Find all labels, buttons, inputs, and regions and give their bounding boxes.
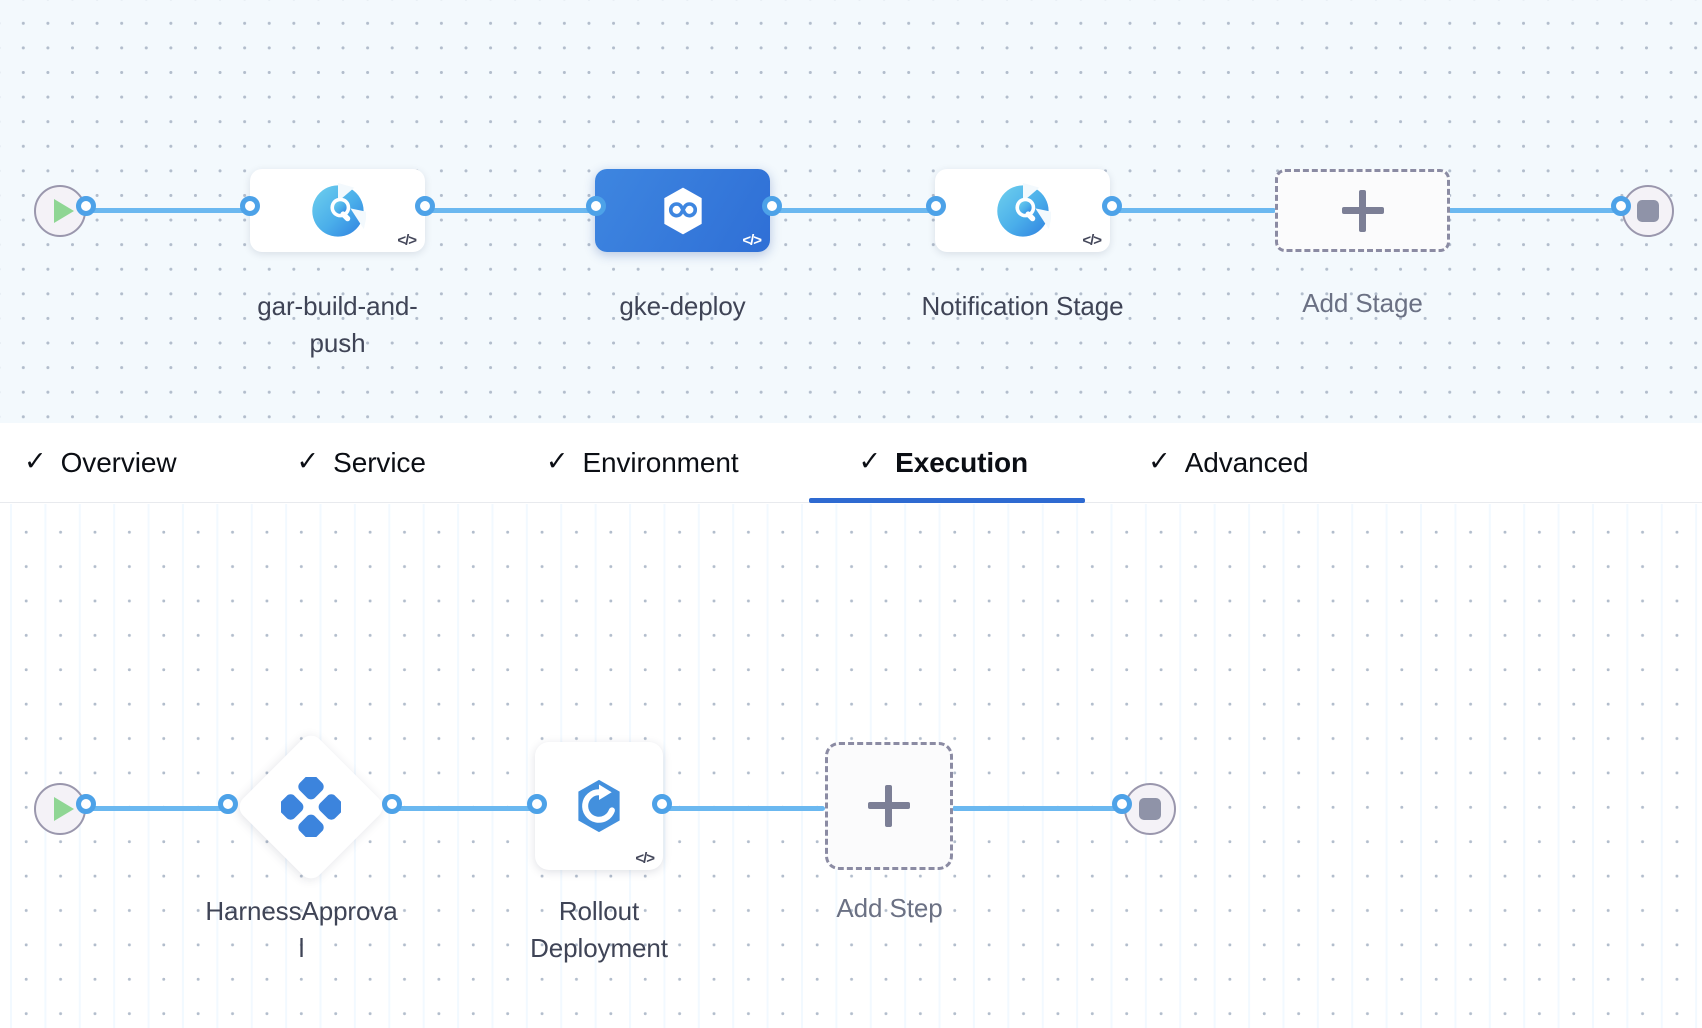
port-gke-out[interactable] xyxy=(762,196,782,216)
edge-notif-to-add xyxy=(1106,208,1276,213)
step-label-rollout-deployment: Rollout Deployment xyxy=(530,896,668,963)
check-icon: ✓ xyxy=(24,446,47,476)
edge-rollout-to-addstep xyxy=(655,806,825,811)
step-node-rollout-deployment[interactable]: </> xyxy=(535,742,663,870)
check-icon: ✓ xyxy=(545,446,569,476)
port-rollout-in[interactable] xyxy=(527,794,547,814)
tab-overview[interactable]: ✓ Overview xyxy=(22,423,179,503)
code-badge-icon[interactable]: </> xyxy=(397,232,417,249)
deploy-stage-icon xyxy=(663,187,702,234)
port-notif-in[interactable] xyxy=(926,196,946,216)
stop-icon xyxy=(1637,200,1659,222)
code-badge-icon[interactable]: </> xyxy=(1082,232,1102,249)
port-gar-out[interactable] xyxy=(415,196,435,216)
stage-node-gke-deploy[interactable]: </> xyxy=(595,169,770,252)
build-stage-icon xyxy=(996,182,1051,237)
plus-icon xyxy=(868,785,910,827)
tab-label: Advanced xyxy=(1184,446,1309,478)
port-approval-in[interactable] xyxy=(218,794,238,814)
play-icon xyxy=(53,797,74,821)
stage-end-node[interactable] xyxy=(1622,185,1674,237)
check-icon: ✓ xyxy=(858,446,882,476)
stage-node-notification-stage[interactable]: </> xyxy=(935,169,1110,252)
add-stage-label: Add Stage xyxy=(1302,288,1423,318)
edge-gke-to-notif xyxy=(766,208,946,213)
add-stage-button[interactable] xyxy=(1275,169,1450,252)
execution-canvas[interactable]: HarnessApproval </> Rollout Deployment A… xyxy=(0,504,1702,1028)
step-label-harness-approval: HarnessApproval xyxy=(205,896,398,963)
port-end-in[interactable] xyxy=(1611,196,1631,216)
stage-config-tabs: ✓ Overview ✓ Service ✓ Environment ✓ Exe… xyxy=(0,423,1702,503)
port-rollout-out[interactable] xyxy=(652,794,672,814)
step-end-node[interactable] xyxy=(1124,783,1176,835)
edge-addstep-to-end xyxy=(952,806,1122,811)
edge-approval-to-rollout xyxy=(385,806,535,811)
check-icon: ✓ xyxy=(1148,446,1171,476)
tab-label: Environment xyxy=(582,446,739,478)
tab-service[interactable]: ✓ Service xyxy=(295,423,428,503)
edge-add-to-end xyxy=(1448,208,1628,213)
stage-canvas[interactable]: </> gar-build-and-push </> gke-deploy xyxy=(0,0,1702,423)
port-step-end-in[interactable] xyxy=(1112,794,1132,814)
tab-label: Service xyxy=(333,446,426,478)
port-start-out[interactable] xyxy=(76,196,96,216)
rollout-deployment-icon xyxy=(578,779,620,833)
tab-environment[interactable]: ✓ Environment xyxy=(544,423,741,503)
code-badge-icon[interactable]: </> xyxy=(742,232,762,249)
port-gar-in[interactable] xyxy=(240,196,260,216)
stage-label-gar-build-and-push: gar-build-and-push xyxy=(257,291,418,358)
harness-approval-icon xyxy=(281,777,341,837)
tab-advanced[interactable]: ✓ Advanced xyxy=(1146,423,1310,503)
check-icon: ✓ xyxy=(296,446,320,476)
plus-icon xyxy=(1341,189,1384,232)
port-gke-in[interactable] xyxy=(586,196,606,216)
play-icon xyxy=(53,199,74,223)
add-step-button[interactable] xyxy=(825,742,953,870)
stage-node-gar-build-and-push[interactable]: </> xyxy=(250,169,425,252)
port-notif-out[interactable] xyxy=(1102,196,1122,216)
tab-execution[interactable]: ✓ Execution xyxy=(808,423,1085,503)
tab-label: Execution xyxy=(895,446,1029,478)
add-step-label: Add Step xyxy=(836,893,943,923)
stop-icon xyxy=(1139,798,1161,820)
step-start-node[interactable] xyxy=(34,783,86,835)
harness-approval-icon-wrap xyxy=(281,777,341,837)
stage-label-gke-deploy: gke-deploy xyxy=(619,291,746,321)
edge-start-to-approval xyxy=(70,806,230,811)
build-stage-icon xyxy=(311,182,366,237)
tab-label: Overview xyxy=(60,446,177,478)
code-badge-icon[interactable]: </> xyxy=(635,850,655,867)
port-approval-out[interactable] xyxy=(382,794,402,814)
edge-start-to-gar xyxy=(70,208,250,213)
edge-gar-to-gke xyxy=(418,208,598,213)
port-step-start-out[interactable] xyxy=(76,794,96,814)
stage-label-notification-stage: Notification Stage xyxy=(921,291,1124,321)
